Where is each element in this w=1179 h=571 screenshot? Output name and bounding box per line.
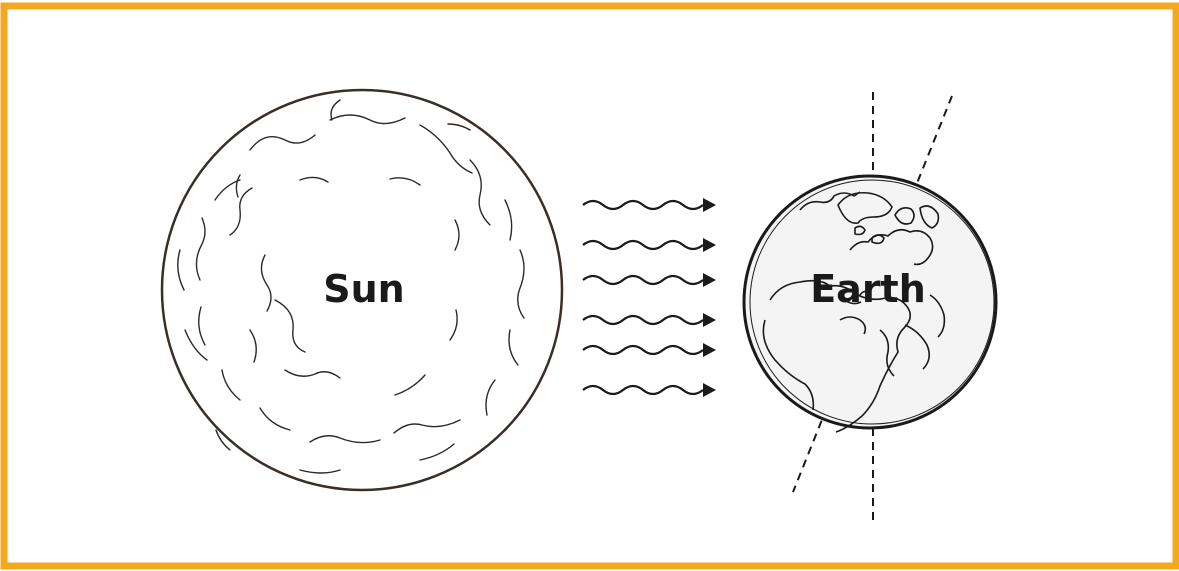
radiation-arrow-icon — [582, 273, 716, 287]
sun-label: Sun — [323, 267, 404, 311]
radiation-arrow-icon — [582, 313, 716, 327]
radiation-arrow-icon — [582, 198, 716, 212]
earth-globe-icon — [742, 174, 998, 433]
radiation-arrow-icon — [582, 383, 716, 397]
radiation-arrows — [582, 198, 716, 397]
radiation-arrow-icon — [582, 238, 716, 252]
earth-label: Earth — [810, 267, 926, 311]
sun-icon — [160, 88, 564, 492]
radiation-arrow-icon — [582, 343, 716, 357]
